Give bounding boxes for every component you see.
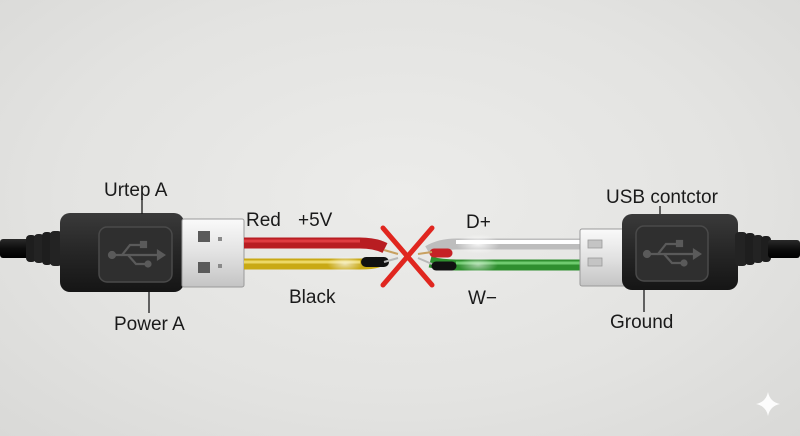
sparkle-icon [756, 392, 780, 416]
wires-left [244, 237, 399, 272]
left-strain-relief [26, 231, 62, 266]
red-x-icon [380, 225, 435, 288]
label-left-top: Urtep A [104, 180, 168, 201]
label-voltage: +5V [298, 210, 333, 231]
label-right-top: USB contctor [606, 187, 718, 208]
usb-symbol-icon [107, 240, 166, 268]
left-cable [0, 231, 62, 266]
label-left-bottom: Power A [114, 314, 185, 335]
label-wminus-wire: W− [468, 288, 498, 309]
right-strain-relief [735, 232, 771, 266]
right-usb-connector [579, 214, 738, 290]
left-usb-connector [60, 213, 245, 292]
wires-right [417, 234, 583, 273]
label-black-wire: Black [289, 287, 336, 308]
label-dplus-wire: D+ [466, 212, 491, 233]
label-red-wire: Red [246, 210, 281, 231]
right-cable [735, 232, 800, 266]
usb-symbol-icon [642, 239, 702, 267]
leader-lines [141, 199, 661, 313]
label-right-bottom: Ground [610, 312, 674, 333]
